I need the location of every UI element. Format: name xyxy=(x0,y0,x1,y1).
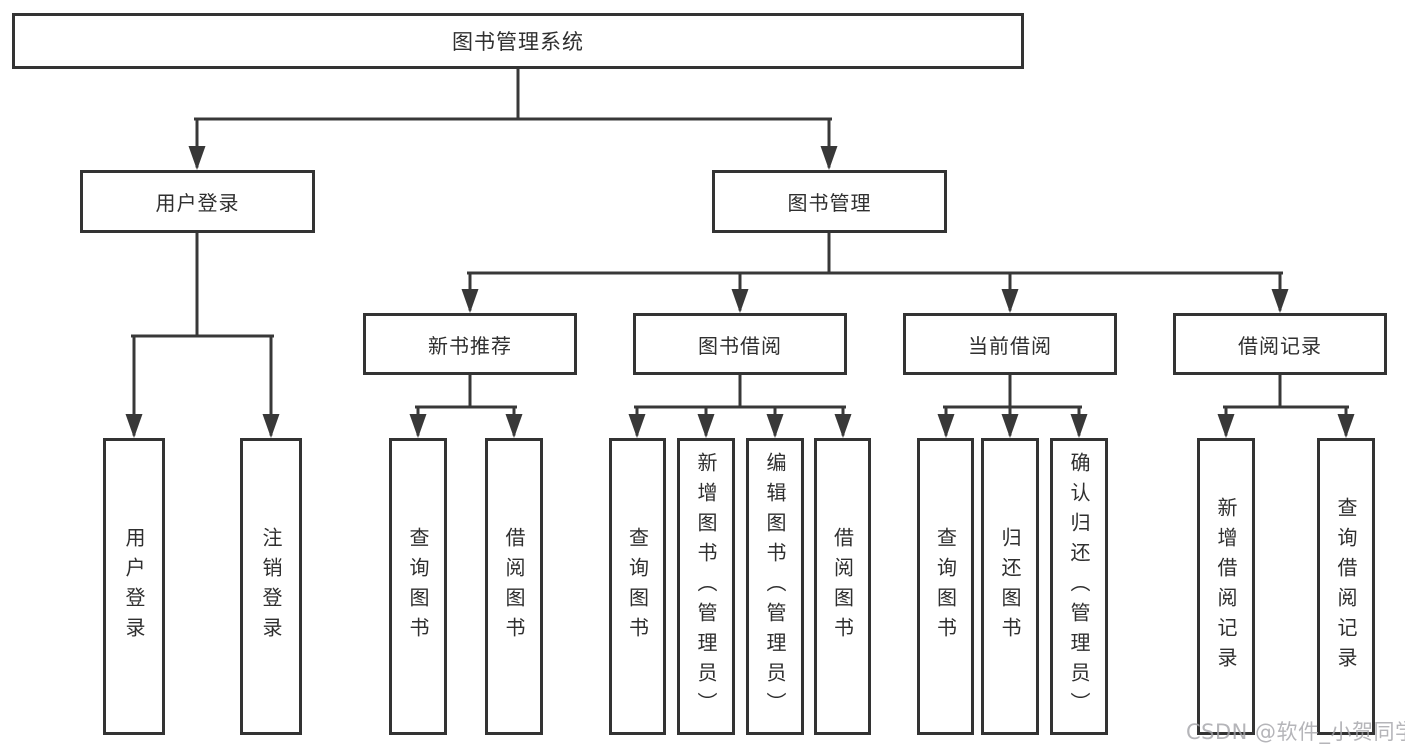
leaf-records-query-record-label: 查询借阅记录 xyxy=(1334,496,1358,677)
leaf-borrow-add-books-admin: 新增图书（管理员） xyxy=(677,438,735,735)
leaf-logout: 注销登录 xyxy=(240,438,302,735)
node-user-login-label: 用户登录 xyxy=(155,191,240,215)
leaf-logout-label: 注销登录 xyxy=(259,526,283,647)
leaf-recommend-query-books-label: 查询图书 xyxy=(406,526,430,647)
leaf-borrow-query-books-label: 查询图书 xyxy=(625,526,650,647)
node-library-system: 图书管理系统 xyxy=(12,13,1024,69)
leaf-borrow-add-books-admin-label: 新增图书（管理员） xyxy=(694,451,718,722)
leaf-current-query-books: 查询图书 xyxy=(917,438,974,735)
leaf-user-login: 用户登录 xyxy=(103,438,165,735)
leaf-recommend-query-books: 查询图书 xyxy=(389,438,447,735)
csdn-watermark: CSDN @软件_小贺同学 xyxy=(1186,720,1405,744)
leaf-current-return-books: 归还图书 xyxy=(981,438,1039,735)
leaf-borrow-borrow-books-label: 借阅图书 xyxy=(830,526,855,647)
node-new-book-recommend-label: 新书推荐 xyxy=(428,333,512,358)
node-book-borrow: 图书借阅 xyxy=(633,313,847,375)
node-borrow-records-label: 借阅记录 xyxy=(1238,333,1322,358)
leaf-borrow-query-books: 查询图书 xyxy=(609,438,666,735)
leaf-borrow-borrow-books: 借阅图书 xyxy=(814,438,871,735)
node-library-system-label: 图书管理系统 xyxy=(452,30,584,54)
node-book-borrow-label: 图书借阅 xyxy=(698,333,782,358)
leaf-borrow-edit-books-admin-label: 编辑图书（管理员） xyxy=(763,451,787,722)
leaf-current-confirm-return-admin: 确认归还（管理员） xyxy=(1050,438,1108,735)
node-new-book-recommend: 新书推荐 xyxy=(363,313,577,375)
leaf-records-query-record: 查询借阅记录 xyxy=(1317,438,1375,735)
leaf-borrow-edit-books-admin: 编辑图书（管理员） xyxy=(746,438,804,735)
leaf-current-query-books-label: 查询图书 xyxy=(933,526,958,647)
node-current-borrow-label: 当前借阅 xyxy=(968,333,1052,358)
leaf-current-confirm-return-admin-label: 确认归还（管理员） xyxy=(1067,451,1091,722)
arrowheads xyxy=(125,146,1355,438)
node-book-management-label: 图书管理 xyxy=(787,191,872,215)
leaf-recommend-borrow-books-label: 借阅图书 xyxy=(502,526,526,647)
node-current-borrow: 当前借阅 xyxy=(903,313,1117,375)
leaf-recommend-borrow-books: 借阅图书 xyxy=(485,438,543,735)
leaf-current-return-books-label: 归还图书 xyxy=(998,526,1022,647)
leaf-records-add-record: 新增借阅记录 xyxy=(1197,438,1255,735)
node-borrow-records: 借阅记录 xyxy=(1173,313,1387,375)
leaf-records-add-record-label: 新增借阅记录 xyxy=(1214,496,1238,677)
node-book-management: 图书管理 xyxy=(712,170,947,233)
leaf-user-login-label: 用户登录 xyxy=(122,526,146,647)
node-user-login: 用户登录 xyxy=(80,170,315,233)
